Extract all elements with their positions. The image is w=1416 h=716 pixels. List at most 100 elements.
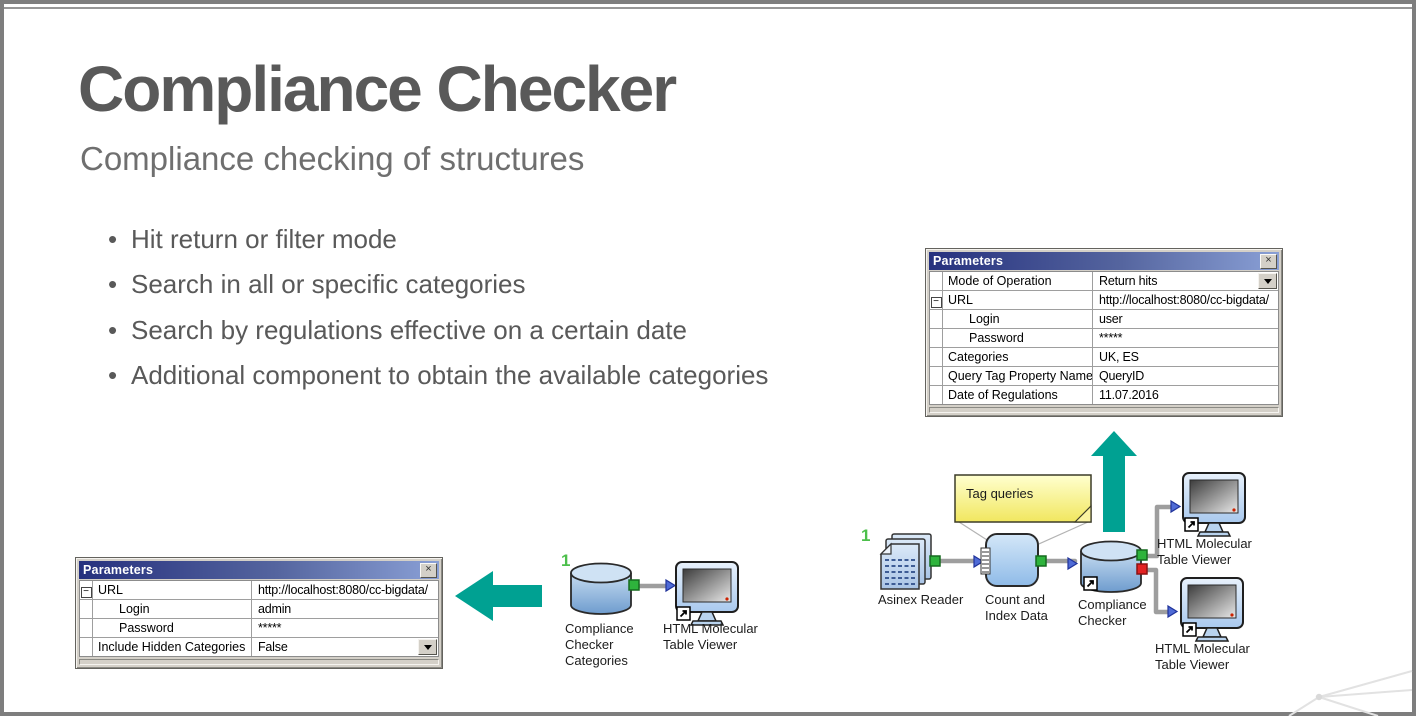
node-label-html-viewer-left: HTML Molecular Table Viewer — [663, 621, 758, 652]
bullet-item: Additional component to obtain the avail… — [108, 358, 808, 393]
parameters-table: Mode of Operation Return hits − URL http… — [929, 271, 1279, 405]
param-label: Date of Regulations — [943, 386, 1093, 404]
chevron-down-icon — [1263, 279, 1272, 288]
dialog-footer-strip — [79, 659, 439, 665]
close-icon[interactable]: × — [420, 562, 437, 578]
param-value[interactable]: admin — [258, 602, 292, 616]
param-label: URL — [93, 581, 252, 599]
page-title: Compliance Checker — [78, 53, 677, 125]
collapse-toggle-icon[interactable]: − — [80, 587, 92, 598]
param-label: Categories — [943, 348, 1093, 366]
node-label-asinex-reader: Asinex Reader — [878, 592, 964, 607]
table-row: Include Hidden Categories False — [80, 638, 438, 656]
param-value[interactable]: 11.07.2016 — [1099, 388, 1159, 402]
node-asinex-reader[interactable] — [879, 533, 932, 590]
node-count-and-index-data[interactable] — [980, 533, 1039, 587]
note-text: Tag queries — [966, 486, 1034, 501]
node-label-compliance-checker-categories: Compliance Checker Categories — [565, 621, 634, 668]
param-value[interactable]: http://localhost:8080/cc-bigdata/ — [1099, 293, 1269, 307]
dialog-title: Parameters — [933, 254, 1004, 268]
node-count-badge: 1 — [561, 551, 571, 570]
node-label-html-viewer-bottom: HTML Molecular Table Viewer — [1155, 641, 1250, 672]
dialog-titlebar[interactable]: Parameters × — [929, 252, 1279, 270]
table-row: Query Tag Property Name QueryID — [930, 367, 1278, 386]
dialog-title: Parameters — [83, 563, 154, 577]
row-gutter — [80, 600, 93, 618]
param-label: Password — [943, 329, 1093, 347]
slide-top-rule — [4, 7, 1412, 9]
shortcut-arrow-icon — [1083, 576, 1098, 591]
node-compliance-checker-categories[interactable] — [570, 562, 632, 615]
table-row: Mode of Operation Return hits — [930, 272, 1278, 291]
param-value[interactable]: user — [1099, 312, 1123, 326]
bullet-item: Hit return or filter mode — [108, 222, 808, 257]
row-gutter — [930, 348, 943, 366]
collapse-toggle-icon[interactable]: − — [930, 297, 942, 308]
param-label: Query Tag Property Name — [943, 367, 1093, 385]
table-row: − URL http://localhost:8080/cc-bigdata/ — [80, 581, 438, 600]
param-value[interactable]: Return hits — [1093, 272, 1278, 290]
param-label: URL — [943, 291, 1093, 309]
bullet-list: Hit return or filter mode Search in all … — [108, 222, 808, 403]
arrow-up-icon — [1091, 431, 1137, 532]
table-row: Password ***** — [80, 619, 438, 638]
row-gutter: − — [930, 291, 943, 309]
dropdown-button[interactable] — [418, 639, 437, 655]
output-port-icon[interactable] — [628, 579, 640, 591]
table-row: Login admin — [80, 600, 438, 619]
table-row: − URL http://localhost:8080/cc-bigdata/ — [930, 291, 1278, 310]
parameters-dialog-top: Parameters × Mode of Operation Return hi… — [925, 248, 1283, 417]
row-gutter: − — [80, 581, 93, 599]
shortcut-arrow-icon — [1182, 622, 1197, 637]
param-value[interactable]: UK, ES — [1099, 350, 1139, 364]
param-value[interactable]: False — [252, 638, 438, 656]
node-count-badge: 1 — [861, 526, 871, 545]
dialog-footer-strip — [929, 407, 1279, 413]
row-gutter — [80, 619, 93, 637]
parameters-table: − URL http://localhost:8080/cc-bigdata/ … — [79, 580, 439, 657]
param-value[interactable]: ***** — [258, 621, 282, 635]
error-port-icon[interactable] — [1136, 563, 1148, 575]
input-port-icon[interactable] — [1167, 605, 1178, 618]
table-row: Login user — [930, 310, 1278, 329]
table-row: Categories UK, ES — [930, 348, 1278, 367]
row-gutter — [930, 367, 943, 385]
param-label: Password — [93, 619, 252, 637]
parameters-dialog-bottom: Parameters × − URL http://localhost:8080… — [75, 557, 443, 669]
output-port-icon[interactable] — [929, 555, 941, 567]
param-label: Login — [93, 600, 252, 618]
arrow-left-icon — [455, 571, 542, 621]
node-label-compliance-checker: Compliance Checker — [1078, 597, 1147, 628]
dialog-titlebar[interactable]: Parameters × — [79, 561, 439, 579]
param-label: Login — [943, 310, 1093, 328]
input-port-icon[interactable] — [1170, 500, 1181, 513]
param-label: Include Hidden Categories — [93, 638, 252, 656]
input-port-icon[interactable] — [665, 579, 676, 592]
close-icon[interactable]: × — [1260, 253, 1277, 269]
shortcut-arrow-icon — [1184, 517, 1199, 532]
workflow-note[interactable] — [954, 474, 1092, 523]
bullet-item: Search by regulations effective on a cer… — [108, 313, 808, 348]
table-row: Password ***** — [930, 329, 1278, 348]
param-value[interactable]: http://localhost:8080/cc-bigdata/ — [258, 583, 428, 597]
chevron-down-icon — [423, 645, 432, 654]
output-port-icon[interactable] — [1035, 555, 1047, 567]
decorative-network-motif — [1288, 670, 1413, 716]
table-row: Date of Regulations 11.07.2016 — [930, 386, 1278, 404]
node-label-count-and-index-data: Count and Index Data — [985, 592, 1048, 623]
output-port-icon[interactable] — [1136, 549, 1148, 561]
bullet-item: Search in all or specific categories — [108, 267, 808, 302]
node-label-html-viewer-top: HTML Molecular Table Viewer — [1157, 536, 1252, 567]
param-value[interactable]: QueryID — [1099, 369, 1145, 383]
row-gutter — [80, 638, 93, 656]
dropdown-button[interactable] — [1258, 273, 1277, 289]
param-label: Mode of Operation — [943, 272, 1093, 290]
row-gutter — [930, 272, 943, 290]
param-value[interactable]: ***** — [1099, 331, 1123, 345]
row-gutter — [930, 386, 943, 404]
row-gutter — [930, 329, 943, 347]
shortcut-arrow-icon — [676, 606, 691, 621]
row-gutter — [930, 310, 943, 328]
